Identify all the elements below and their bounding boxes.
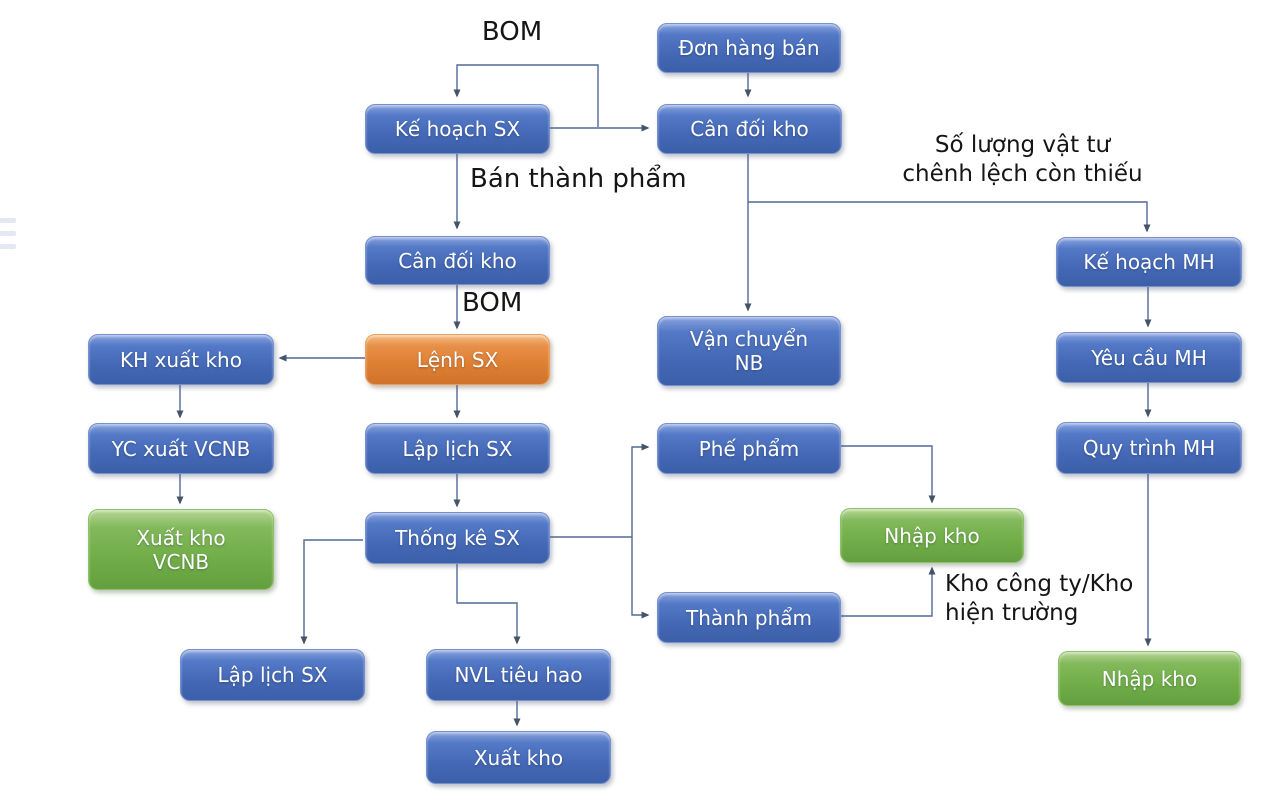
node-label: NVL tiêu hao (454, 663, 583, 687)
node-label: Lập lịch SX (402, 436, 513, 461)
node-nvl-tieu-hao: NVL tiêu hao (426, 649, 611, 701)
node-thong-ke-sx: Thống kê SX (365, 512, 550, 564)
edge-label-so-luong-vat-tu: Số lượng vật tư chênh lệch còn thiếu (902, 132, 1143, 187)
node-label: Vận chuyển NB (689, 327, 809, 375)
edge-label-bom-mid: BOM (462, 288, 523, 318)
edge-label-bom-top: BOM (481, 17, 543, 47)
node-ke-hoach-sx: Kế hoạch SX (365, 104, 550, 154)
node-can-doi-kho-mid: Cân đối kho (365, 236, 550, 285)
node-label: Kế hoạch SX (394, 117, 521, 141)
node-don-hang-ban: Đơn hàng bán (657, 23, 841, 73)
node-can-doi-kho-top: Cân đối kho (657, 104, 842, 154)
menu-icon[interactable] (0, 218, 16, 250)
node-quy-trinh-mh: Quy trình MH (1056, 422, 1242, 474)
node-yc-xuat-vcnb: YC xuất VCNB (88, 423, 274, 474)
node-label: Cân đối kho (398, 248, 517, 273)
node-label: Xuất kho (473, 745, 564, 770)
edge-thong-ke-sx-to-nvl-tieu-hao (456, 562, 521, 645)
node-label: KH xuất kho (120, 347, 242, 372)
node-label: Lập lịch SX (217, 663, 328, 687)
node-lap-lich-sx-2: Lập lịch SX (180, 649, 365, 701)
edge-thong-ke-sx-to-thanh-pham (631, 537, 650, 619)
edge-thong-ke-sx-to-lap-lich-sx-2 (300, 539, 363, 645)
node-label: Cân đối kho (690, 117, 809, 141)
node-label: Thành phẩm (686, 605, 812, 630)
edge-bom-loop-to-ke-hoach-sx (453, 64, 599, 127)
node-label: Nhập kho (1101, 666, 1198, 691)
node-label: Nhập kho (884, 523, 980, 548)
node-thanh-pham: Thành phẩm (657, 592, 841, 643)
node-van-chuyen-nb: Vận chuyển NB (657, 316, 841, 386)
node-label: Yêu cầu MH (1091, 345, 1207, 370)
node-label: Xuất kho VCNB (136, 525, 226, 574)
node-label: Quy trình MH (1082, 436, 1216, 460)
node-label: Thống kê SX (395, 526, 520, 550)
edge-thong-ke-sx-to-phe-pham (548, 443, 650, 538)
node-label: Kế hoạch MH (1083, 250, 1215, 274)
menu-bar (0, 244, 16, 249)
edge-thanh-pham-to-nhap-kho-mid (839, 566, 936, 617)
node-xuat-kho: Xuất kho (426, 731, 611, 784)
node-ke-hoach-mh: Kế hoạch MH (1056, 237, 1242, 287)
edge-label-kho-cong-ty: Kho công ty/Kho hiện trường (945, 571, 1134, 626)
menu-bar (0, 231, 16, 236)
node-lap-lich-sx: Lập lịch SX (365, 423, 550, 474)
node-yeu-cau-mh: Yêu cầu MH (1056, 332, 1242, 383)
node-nhap-kho-mid: Nhập kho (840, 508, 1024, 563)
node-label: Phế phẩm (698, 436, 800, 461)
edge-label-ban-thanh-pham: Bán thành phẩm (470, 164, 687, 194)
node-label: Lệnh SX (416, 347, 499, 372)
menu-bar (0, 218, 16, 223)
node-lenh-sx: Lệnh SX (365, 334, 550, 385)
node-label: Đơn hàng bán (678, 36, 820, 60)
node-phe-pham: Phế phẩm (657, 423, 841, 474)
edge-can-doi-kho-to-ke-hoach-mh (748, 201, 1151, 233)
edge-phe-pham-to-nhap-kho-mid (839, 445, 936, 504)
node-nhap-kho-bot: Nhập kho (1058, 651, 1241, 706)
node-xuat-kho-vcnb: Xuất kho VCNB (88, 509, 274, 590)
node-kh-xuat-kho: KH xuất kho (88, 334, 274, 385)
node-label: YC xuất VCNB (111, 436, 251, 461)
